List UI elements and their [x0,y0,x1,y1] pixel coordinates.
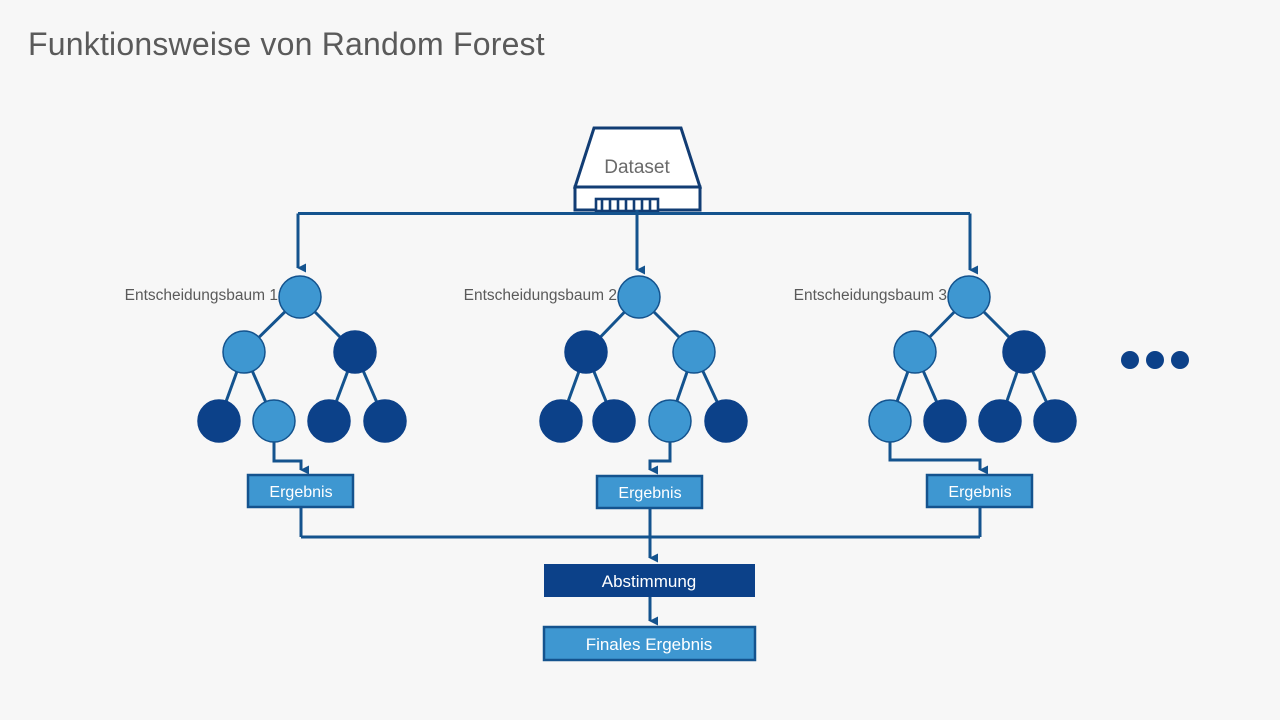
dataset-node[interactable]: Dataset [572,126,703,213]
ellipsis-dot-1 [1121,351,1139,369]
tree-1-leaf-to-result-connector [272,442,309,475]
voting-label: Abstimmung [602,572,696,591]
tree-1-leaf-1[interactable] [197,399,241,443]
tree-3-leaf-2[interactable] [923,399,967,443]
results-to-voting-connector [299,507,982,563]
tree-2-result-box[interactable] [595,474,704,510]
voting-box[interactable] [544,564,755,597]
ellipsis-dot-3 [1171,351,1189,369]
final-result-box[interactable] [542,625,757,662]
decision-tree-1: Entscheidungsbaum 1 Ergebnis [125,275,407,509]
tree-1-leaf-4[interactable] [363,399,407,443]
tree-1-label: Entscheidungsbaum 1 [125,287,278,304]
tree-2-leaf-3[interactable] [648,399,692,443]
tree-1-node-l[interactable] [222,330,266,374]
decision-tree-3: Entscheidungsbaum 3 Ergebnis [794,275,1077,509]
tree-3-leaf-4[interactable] [1033,399,1077,443]
dataset-label: Dataset [604,157,670,178]
tree-3-result-box[interactable] [925,473,1034,509]
tree-2-node-l[interactable] [564,330,608,374]
tree-3-node-l[interactable] [893,330,937,374]
dataset-to-trees-connector [296,210,978,275]
tree-1-result-box[interactable] [246,473,355,509]
tree-3-leaf-1[interactable] [868,399,912,443]
tree-3-result-label: Ergebnis [948,484,1011,501]
tree-1-leaf-3[interactable] [307,399,351,443]
decision-tree-2: Entscheidungsbaum 2 Ergebnis [464,275,748,510]
tree-3-root-node[interactable] [947,275,991,319]
tree-2-leaf-4[interactable] [704,399,748,443]
final-result-label: Finales Ergebnis [586,635,713,654]
dataset-teeth-icon [594,197,660,213]
tree-2-result-label: Ergebnis [618,485,681,502]
voting-node[interactable]: Abstimmung [544,564,755,597]
final-result-node[interactable]: Finales Ergebnis [542,625,757,662]
tree-3-leaf-3[interactable] [978,399,1022,443]
tree-3-leaf-to-result-connector [888,442,988,475]
tree-1-result-label: Ergebnis [269,484,332,501]
tree-1-leaf-2[interactable] [252,399,296,443]
tree-2-label: Entscheidungsbaum 2 [464,287,617,304]
tree-1-root-node[interactable] [278,275,322,319]
tree-2-node-r[interactable] [672,330,716,374]
tree-3-label: Entscheidungsbaum 3 [794,287,947,304]
tree-2-root-node[interactable] [617,275,661,319]
more-trees-ellipsis [1121,351,1189,369]
page-title: Funktionsweise von Random Forest [28,26,545,62]
tree-2-leaf-to-result-connector [648,442,672,475]
tree-2-leaf-2[interactable] [592,399,636,443]
ellipsis-dot-2 [1146,351,1164,369]
tree-2-leaf-1[interactable] [539,399,583,443]
tree-3-node-r[interactable] [1002,330,1046,374]
tree-1-node-r[interactable] [333,330,377,374]
